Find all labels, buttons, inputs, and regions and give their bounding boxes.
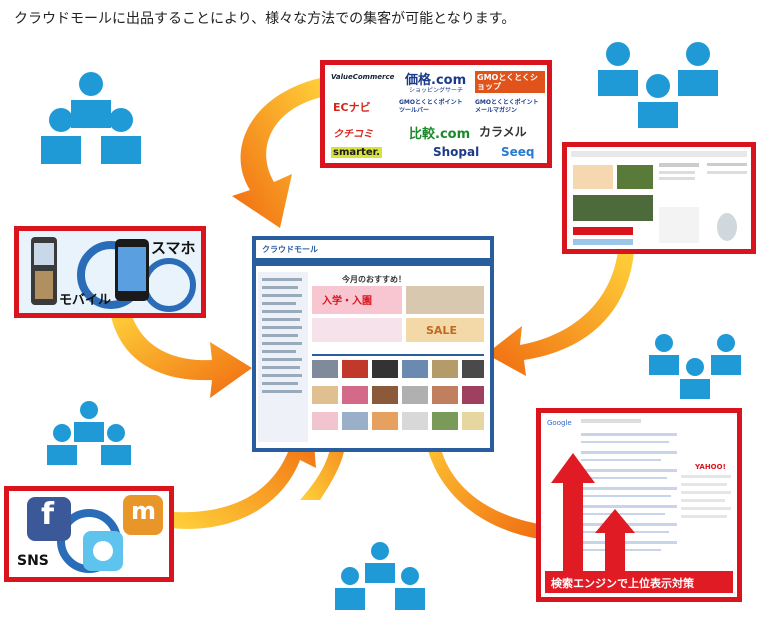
people-icon <box>41 72 141 164</box>
site-logo: クラウドモール <box>262 245 318 254</box>
logo-seeq: Seeq <box>501 145 535 159</box>
curved-arrow-icon <box>232 78 326 228</box>
logo-kuchikomi: クチコミ <box>333 129 373 140</box>
sale-banner: SALE <box>426 324 457 337</box>
shopping-sites-box: ValueCommerce 価格.com ショッピングサーチ GMOとくとくショ… <box>320 60 552 168</box>
mobile-label: モバイル <box>59 293 112 308</box>
smartphone-icon <box>115 239 149 301</box>
logo-gmo-toolbar: GMOとくとくポイント ツールバー <box>399 99 463 114</box>
product-page-box <box>562 142 756 254</box>
people-icon <box>649 334 741 399</box>
mixi-letter: m <box>131 497 157 525</box>
logo-shopal: Shopal <box>433 145 480 159</box>
logo-gmo-mail: GMOとくとくポイント メールマガジン <box>475 99 539 114</box>
people-icon <box>598 42 718 128</box>
facebook-icon <box>27 497 71 541</box>
logo-valuecommerce: ValueCommerce <box>331 73 395 81</box>
people-icon <box>335 542 425 610</box>
logo-kakaku: 価格.com <box>405 73 467 88</box>
logo-hikaku: 比較.com <box>409 127 471 142</box>
headline: クラウドモールに出品することにより、様々な方法での集客が可能となります。 <box>14 11 516 27</box>
cloud-mall-storefront: クラウドモール 今月のおすすめ！ 入学・入園 SALE <box>252 236 494 452</box>
smartphone-label: スマホ <box>151 239 196 257</box>
search-caption: 検索エンジンで上位表示対策 <box>551 577 694 590</box>
people-icon <box>47 401 131 465</box>
twitter-icon <box>83 531 123 571</box>
curved-arrow-icon <box>486 250 634 376</box>
logo-gmo-shop: GMOとくとくショップ <box>475 71 545 93</box>
promo-banner: 入学・入園 <box>322 296 372 307</box>
search-engine-name: Google <box>547 419 572 427</box>
mixi-icon <box>123 495 163 535</box>
rank-up-arrow-icon <box>551 453 635 573</box>
search-engine-box: Google YAHOO! 検索エンジンで上位表示対策 <box>536 408 742 602</box>
sns-box: f m SNS <box>4 486 174 582</box>
logo-caramel: カラメル <box>479 125 527 139</box>
logo-smarter: smarter. <box>331 147 382 158</box>
feature-phone-icon <box>31 237 57 305</box>
sns-label: SNS <box>17 553 49 569</box>
product-page-thumbnail <box>567 147 751 249</box>
logo-shopping-search: ショッピングサーチ <box>409 87 464 94</box>
logo-ecnavi: ECナビ <box>333 101 371 114</box>
yahoo-logo: YAHOO! <box>695 463 726 471</box>
mobile-box: スマホ モバイル <box>14 226 206 318</box>
facebook-letter: f <box>41 497 55 532</box>
recommend-banner: 今月のおすすめ！ <box>342 275 406 284</box>
curved-arrow-icon <box>110 310 252 398</box>
